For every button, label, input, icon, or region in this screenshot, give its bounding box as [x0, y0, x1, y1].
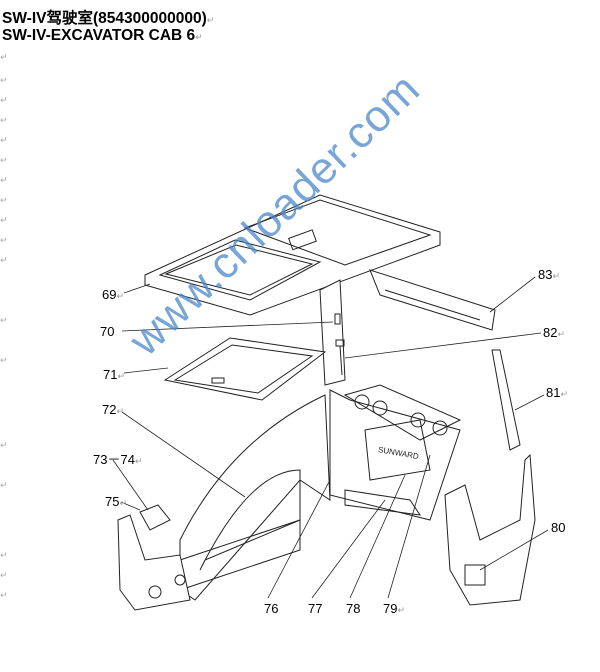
part-rear-pillar: [444, 453, 536, 606]
paragraph-mark: ↵: [0, 135, 8, 145]
paragraph-mark: ↵: [0, 52, 8, 62]
part-front-beam: [369, 269, 496, 331]
callout-69: 69↵: [102, 287, 125, 302]
paragraph-mark: ↵: [0, 255, 8, 265]
part-rear-console: SUNWARD: [329, 384, 462, 521]
callout-71: 71↵: [103, 367, 126, 382]
paragraph-mark: ↵: [0, 355, 8, 365]
callout-81: 81↵: [546, 385, 569, 400]
paragraph-mark: ↵: [0, 95, 8, 105]
paragraph-mark: ↵: [0, 440, 8, 450]
leader-lines: [112, 276, 549, 599]
callout-79: 79↵: [383, 601, 406, 616]
paragraph-mark: ↵: [0, 315, 8, 325]
callout-83: 83↵: [538, 267, 561, 282]
callout-70: 70: [100, 324, 115, 339]
document-title-en: SW-IV-EXCAVATOR CAB 6↵: [2, 27, 203, 44]
paragraph-mark: ↵: [0, 195, 8, 205]
part-lower-left-panel: [117, 504, 191, 611]
part-side-frame: [179, 394, 331, 601]
callout-78: 78: [346, 601, 361, 616]
paragraph-mark: ↵: [0, 75, 8, 85]
callout-73-74: 73－74↵: [93, 452, 143, 467]
paragraph-mark: ↵: [0, 215, 8, 225]
callout-77: 77: [308, 601, 323, 616]
paragraph-mark: ↵: [0, 590, 8, 600]
callout-72: 72↵: [102, 402, 125, 417]
paragraph-mark: ↵: [0, 570, 8, 580]
paragraph-mark: ↵: [0, 115, 8, 125]
paragraph-mark: ↵: [0, 480, 8, 490]
callout-80: 80: [551, 520, 566, 535]
paragraph-mark: ↵: [0, 235, 8, 245]
callout-76: 76: [264, 601, 279, 616]
paragraph-mark: ↵: [0, 175, 8, 185]
paragraph-mark: ↵: [0, 550, 8, 560]
callout-82: 82↵: [543, 325, 566, 340]
document-title-cn: SW-IV驾驶室(854300000000)↵: [2, 10, 215, 27]
callout-75: 75↵: [105, 494, 128, 509]
part-roof: [144, 194, 441, 316]
paragraph-mark: ↵: [0, 155, 8, 165]
part-window-panel: [163, 337, 327, 401]
part-trim-strip: [491, 349, 521, 451]
